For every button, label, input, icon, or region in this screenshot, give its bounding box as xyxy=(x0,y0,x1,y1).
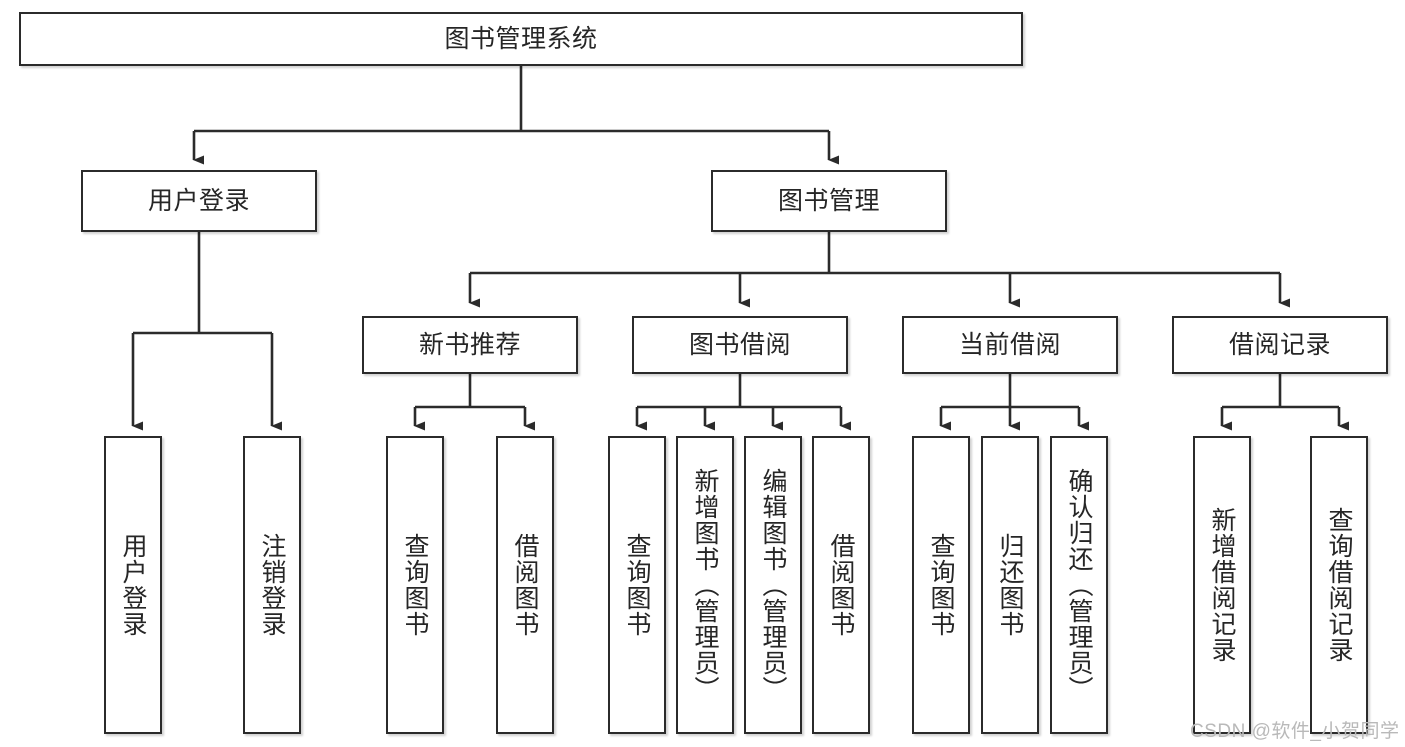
node-current-borrow[interactable]: 当前借阅 xyxy=(902,316,1118,374)
leaf-label: 新增图书（管理员） xyxy=(691,468,719,702)
leaf-book-borrow-edit[interactable]: 编辑图书（管理员） xyxy=(744,436,802,734)
leaf-label: 查询借阅记录 xyxy=(1325,507,1353,663)
leaf-label: 归还图书 xyxy=(996,533,1024,637)
node-label: 当前借阅 xyxy=(958,330,1061,359)
leaf-label: 借阅图书 xyxy=(827,533,855,637)
leaf-user-login-signin[interactable]: 用户登录 xyxy=(104,436,162,734)
leaf-label: 注销登录 xyxy=(258,533,286,637)
leaf-book-borrow-query[interactable]: 查询图书 xyxy=(608,436,666,734)
leaf-user-login-signout[interactable]: 注销登录 xyxy=(243,436,301,734)
node-new-book-recommend[interactable]: 新书推荐 xyxy=(362,316,578,374)
leaf-book-borrow-add[interactable]: 新增图书（管理员） xyxy=(676,436,734,734)
node-root-book-management-system[interactable]: 图书管理系统 xyxy=(19,12,1023,66)
leaf-label: 查询图书 xyxy=(927,533,955,637)
csdn-watermark: CSDN @软件_小贺同学 xyxy=(1190,721,1400,742)
leaf-current-borrow-confirm-return[interactable]: 确认归还（管理员） xyxy=(1050,436,1108,734)
leaf-borrow-record-add[interactable]: 新增借阅记录 xyxy=(1193,436,1251,734)
leaf-current-borrow-query[interactable]: 查询图书 xyxy=(912,436,970,734)
leaf-label: 查询图书 xyxy=(401,533,429,637)
leaf-label: 新增借阅记录 xyxy=(1208,507,1236,663)
leaf-book-borrow-borrow[interactable]: 借阅图书 xyxy=(812,436,870,734)
node-book-borrow[interactable]: 图书借阅 xyxy=(632,316,848,374)
node-book-management[interactable]: 图书管理 xyxy=(711,170,947,232)
leaf-borrow-record-query[interactable]: 查询借阅记录 xyxy=(1310,436,1368,734)
leaf-label: 借阅图书 xyxy=(511,533,539,637)
leaf-label: 查询图书 xyxy=(623,533,651,637)
node-label: 图书管理 xyxy=(777,186,880,215)
leaf-new-book-query[interactable]: 查询图书 xyxy=(386,436,444,734)
node-label: 图书管理系统 xyxy=(444,24,598,53)
leaf-label: 编辑图书（管理员） xyxy=(759,468,787,702)
leaf-new-book-borrow[interactable]: 借阅图书 xyxy=(496,436,554,734)
leaf-label: 用户登录 xyxy=(119,533,147,637)
node-label: 新书推荐 xyxy=(418,330,521,359)
node-borrow-record[interactable]: 借阅记录 xyxy=(1172,316,1388,374)
node-label: 借阅记录 xyxy=(1228,330,1331,359)
node-label: 用户登录 xyxy=(147,186,250,215)
node-label: 图书借阅 xyxy=(688,330,791,359)
leaf-current-borrow-return[interactable]: 归还图书 xyxy=(981,436,1039,734)
node-user-login[interactable]: 用户登录 xyxy=(81,170,317,232)
leaf-label: 确认归还（管理员） xyxy=(1065,468,1093,702)
